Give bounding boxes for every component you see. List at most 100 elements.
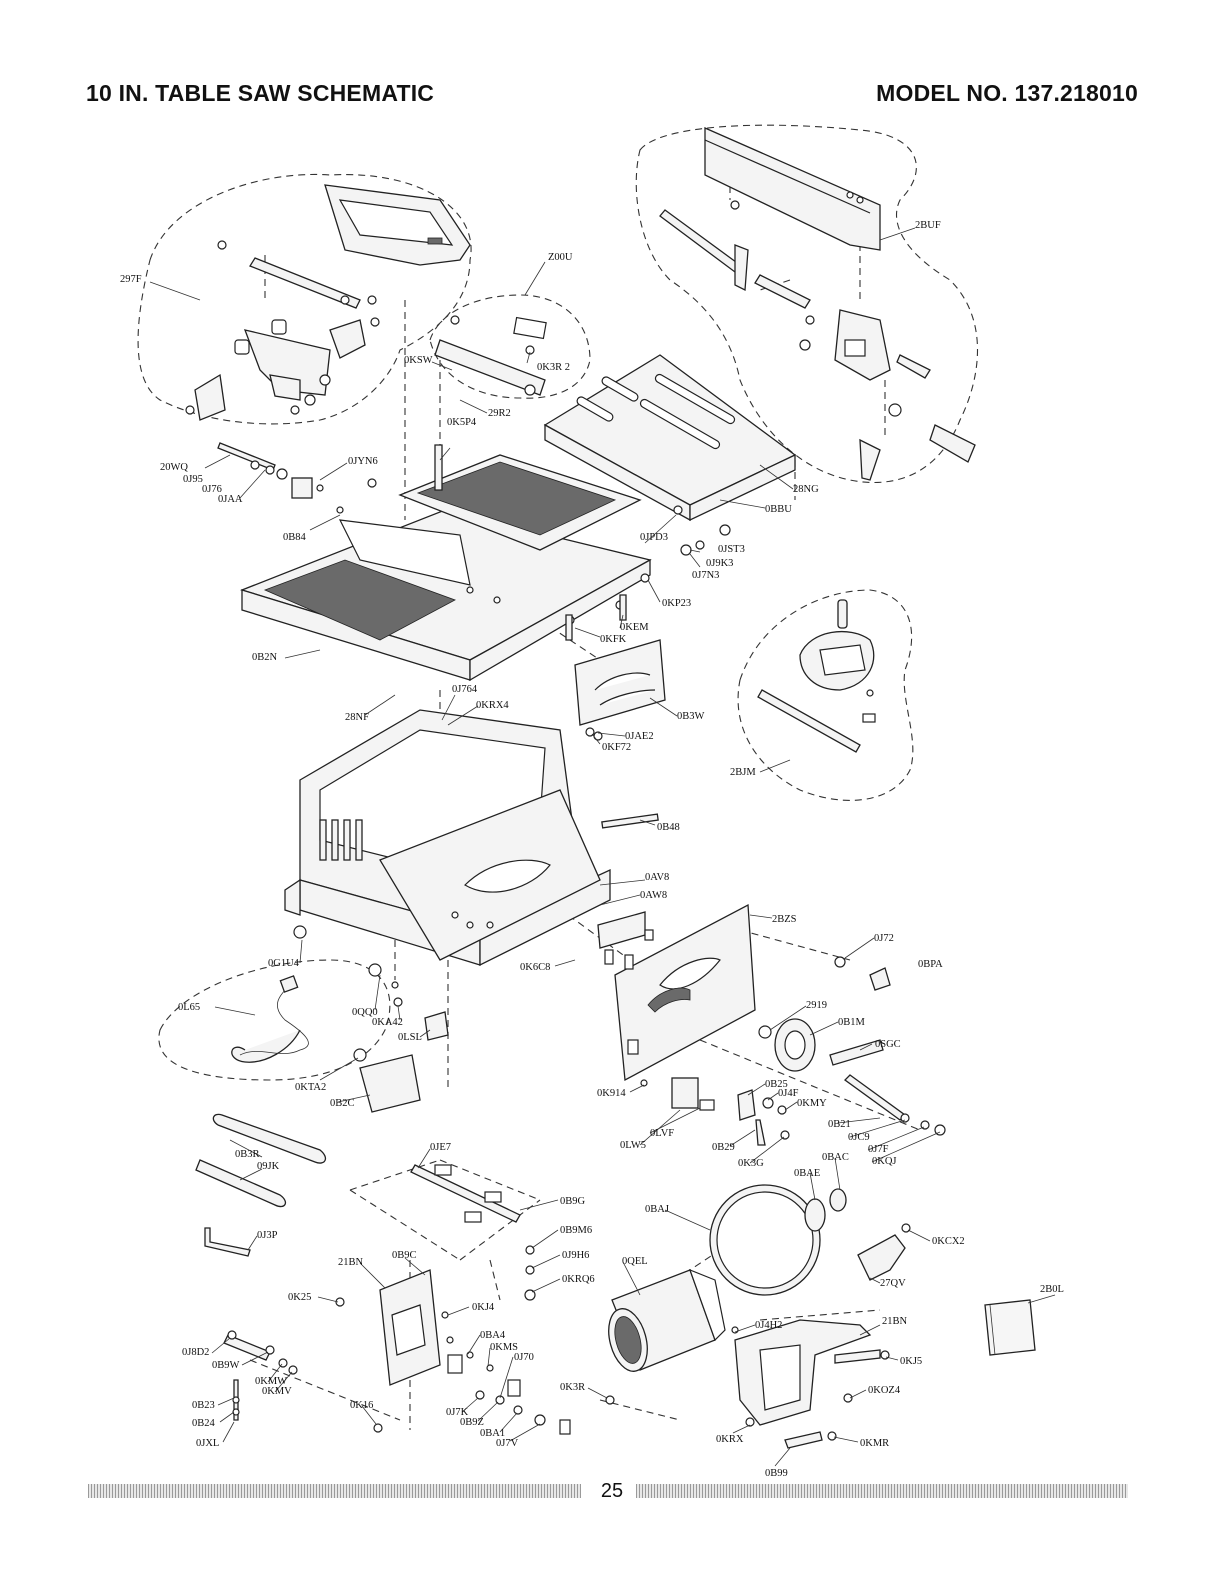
page-title: 10 IN. TABLE SAW SCHEMATIC [86, 80, 435, 106]
part-label: 0B99 [765, 1468, 788, 1479]
part-label: 0B3R [235, 1149, 260, 1160]
part-label: 0B2C [330, 1098, 355, 1109]
part-label: 0L65 [178, 1002, 200, 1013]
part-label: 0J7N3 [692, 570, 719, 581]
part-label: 297F [120, 274, 142, 285]
part-label: 0LVF [650, 1128, 674, 1139]
part-label: 0KSW [404, 355, 433, 366]
part-label: 21BN [882, 1316, 908, 1327]
part-label: 0B25 [765, 1079, 788, 1090]
model-number: MODEL NO. 137.218010 [876, 80, 1138, 106]
part-label: 0K25 [288, 1292, 311, 1303]
part-label: 0B84 [283, 532, 307, 543]
motor [605, 1268, 739, 1405]
part-label: 2919 [806, 1000, 827, 1011]
part-label: 0KRX [716, 1434, 744, 1445]
part-label: 0J4H2 [755, 1320, 782, 1331]
part-label: 0B9M6 [560, 1225, 592, 1236]
part-label: 0KRQ6 [562, 1274, 595, 1285]
part-label: 0KFK [600, 634, 627, 645]
arbor-bracket-right [734, 1319, 890, 1449]
part-label: 0G1U4 [268, 958, 300, 969]
part-label: 0KMY [797, 1098, 827, 1109]
part-label: 0JYN6 [348, 456, 378, 467]
part-label: 0KMW [255, 1376, 287, 1387]
part-label: 0BAE [794, 1168, 820, 1179]
part-label: 2B0L [1040, 1284, 1064, 1295]
blade-guard-piece [857, 1223, 911, 1281]
part-labels: 297F Z00U 2BUF 0KSW 0K3R 2 29R2 0K5P4 20… [120, 220, 1064, 1479]
part-label: 0KJ5 [900, 1356, 922, 1367]
throat-plate [574, 639, 666, 741]
trunnion-bracket-left [335, 1269, 571, 1435]
page-number: 25 [600, 1480, 624, 1502]
part-label: 2BJM [730, 767, 756, 778]
part-label: 0QEL [622, 1256, 648, 1267]
part-label: 0SGC [875, 1039, 901, 1050]
part-label: 0KTA2 [295, 1082, 326, 1093]
part-label: 0BAJ [645, 1204, 669, 1215]
fence-group-outline [635, 124, 978, 484]
part-label: 0B9W [212, 1360, 240, 1371]
part-label: 0J7V [496, 1438, 519, 1449]
part-label: 0B23 [192, 1400, 215, 1411]
part-label: 0JC9 [848, 1132, 870, 1143]
bevel-plate [597, 903, 756, 1082]
part-label: 0JPD3 [640, 532, 668, 543]
part-label: 0LW5 [620, 1140, 646, 1151]
part-label: 0KMS [490, 1342, 518, 1353]
part-label: 0B9Z [460, 1417, 484, 1428]
switch-assembly [640, 1077, 790, 1146]
part-label: 0J7K [446, 1407, 469, 1418]
part-label: 0J70 [514, 1352, 534, 1363]
part-label: 0J95 [183, 474, 203, 485]
part-label: 0J76 [202, 484, 222, 495]
rip-fence-assembly [659, 127, 976, 481]
part-label: 21BN [338, 1257, 364, 1268]
part-label: 0K3R 2 [537, 362, 570, 373]
part-label: 0KOZ4 [868, 1385, 901, 1396]
part-label: 0KCX2 [932, 1236, 965, 1247]
miter-gauge-group-outline [737, 589, 914, 801]
part-label: 0J8D2 [182, 1347, 209, 1358]
part-label: 0B48 [657, 822, 680, 833]
part-label: 0B1M [838, 1017, 866, 1028]
spreader-assembly [434, 315, 547, 396]
footer-rule-right [636, 1484, 1128, 1498]
part-label: 0JE7 [430, 1142, 451, 1153]
part-label: 0JAA [218, 494, 243, 505]
table-top [240, 354, 797, 682]
part-label: 2BUF [915, 220, 941, 231]
footer-rule-left [88, 1484, 581, 1498]
part-label: 0KP23 [662, 598, 691, 609]
part-label: 28NG [793, 484, 819, 495]
part-label: 0B9C [392, 1250, 417, 1261]
handwheel-assembly [758, 956, 946, 1136]
part-label: 0BAC [822, 1152, 849, 1163]
part-label: 29R2 [488, 408, 511, 419]
miter-gauge [757, 599, 876, 753]
part-label: 0K16 [350, 1400, 373, 1411]
part-label: 0B3W [677, 711, 705, 722]
part-label: 0JAE2 [625, 731, 654, 742]
part-label: 0KQJ [872, 1156, 897, 1167]
part-label: 0BPA [918, 959, 943, 970]
part-label: 0K914 [597, 1088, 626, 1099]
part-label: 0J9K3 [706, 558, 733, 569]
part-label: 0BA1 [480, 1428, 505, 1439]
part-label: 0KA42 [372, 1017, 403, 1028]
part-label: 0AV8 [645, 872, 669, 883]
part-label: 0B21 [828, 1119, 851, 1130]
saw-base [284, 709, 659, 967]
part-label: 0QQ0 [352, 1007, 378, 1018]
part-label: 0KJ4 [472, 1302, 495, 1313]
wrenches [195, 1113, 327, 1257]
part-label: 0K3G [738, 1158, 764, 1169]
part-label: 2BZS [772, 914, 797, 925]
blade-guard-group-outline [137, 173, 472, 425]
part-label: 0KEM [620, 622, 649, 633]
part-label: 0B2N [252, 652, 278, 663]
part-label: 09JK [257, 1161, 280, 1172]
part-label: 0JST3 [718, 544, 745, 555]
part-label: 0BA4 [480, 1330, 506, 1341]
